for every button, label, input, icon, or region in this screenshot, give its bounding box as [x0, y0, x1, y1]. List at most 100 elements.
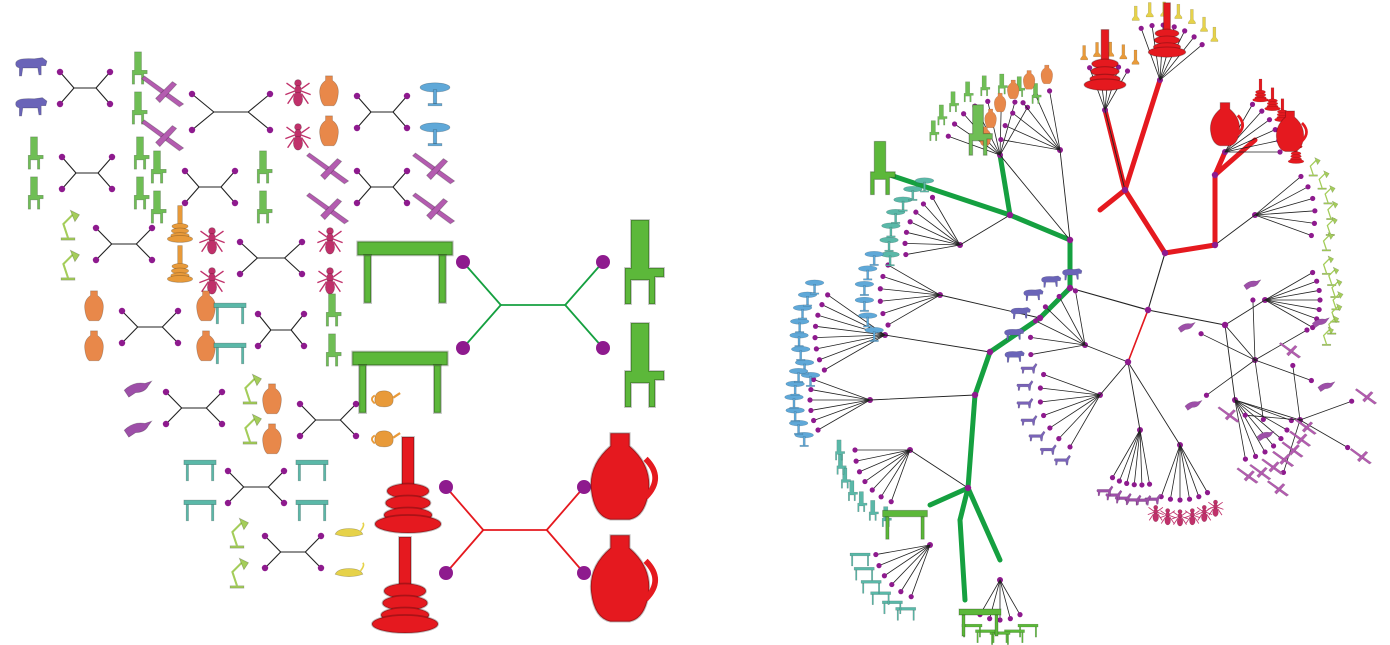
blue_table-icon [785, 407, 805, 423]
tree-node [58, 185, 66, 193]
tree-node [1310, 269, 1316, 276]
chair-icon-part [325, 293, 342, 327]
tree-node [1196, 494, 1202, 500]
table-icon-part [351, 350, 449, 367]
bird-icon [1177, 321, 1196, 333]
ant-icon-leg [333, 238, 343, 244]
lamp-icon-part [1331, 200, 1339, 209]
pawn-icon [1210, 26, 1219, 42]
tree-edge [1127, 361, 1181, 446]
blue_table-icon-part [801, 309, 804, 319]
highlight-path [1037, 285, 1073, 321]
cow-icon-part [1004, 350, 1025, 363]
tree-edge [999, 154, 1071, 241]
tree-node [951, 121, 958, 127]
tree-node [1259, 108, 1265, 114]
tree-edge [220, 170, 236, 188]
tree-edge [59, 71, 75, 89]
ant-icon-leg [317, 278, 327, 284]
tree-edge [247, 111, 271, 131]
tree-node [1290, 362, 1296, 369]
candle-icon [371, 536, 439, 634]
table-icon [882, 509, 928, 540]
table-icon-part [215, 347, 219, 365]
tree-node [1317, 297, 1323, 303]
chair-icon [131, 51, 148, 85]
ant-icon-leg [332, 281, 341, 293]
lamp-icon-part [229, 545, 245, 549]
tree-node [1012, 99, 1018, 105]
red_vase-icon-part [589, 534, 651, 623]
blue_table-icon [792, 304, 813, 320]
pair-tree [92, 224, 156, 264]
vase-icon-part [994, 92, 1007, 113]
vase-icon [262, 423, 282, 455]
tree-node [862, 478, 868, 485]
lamp-icon-part [1327, 326, 1335, 335]
tree-edge [1206, 359, 1256, 396]
tree-edge [1022, 102, 1061, 151]
cow-icon [1041, 275, 1062, 288]
bird-icon-part [1184, 399, 1203, 411]
tree-edge [299, 403, 317, 421]
table-icon-part [1021, 632, 1024, 643]
blue_table-icon-part [798, 322, 801, 332]
tree-node [812, 323, 819, 329]
tree-edge [904, 243, 961, 246]
plane-icon-part [1268, 461, 1280, 473]
tree-node [352, 400, 360, 408]
lamp-icon-part [1308, 174, 1318, 177]
tree-edge [817, 399, 871, 431]
chair-icon-part [997, 73, 1008, 95]
tree-node [1311, 220, 1318, 226]
vase-icon [319, 75, 339, 107]
pawn-icon [1145, 2, 1154, 18]
tree-node [456, 255, 470, 269]
teapot-icon-part [374, 390, 394, 408]
tree-edge [1040, 387, 1101, 396]
blue_table-icon-part [795, 331, 805, 334]
ant-icon-leg [287, 137, 296, 149]
table-icon-part [295, 459, 329, 466]
blue_table-icon-part [797, 317, 808, 320]
tree-edge [1058, 296, 1086, 346]
tree-edge [392, 111, 408, 129]
bird-icon [123, 380, 153, 398]
ant-icon-leg [1181, 517, 1187, 525]
tree-node [898, 589, 904, 595]
blue_table-icon [789, 368, 809, 383]
blue_table-icon [858, 265, 878, 281]
candle-icon-base [1264, 106, 1281, 111]
tree-edge [1234, 399, 1266, 453]
tree-edge [1112, 429, 1141, 479]
tree-edge [1299, 400, 1353, 421]
ant-icon-part [1212, 507, 1219, 517]
pair-tree [162, 388, 226, 428]
candle-icon-base [1147, 46, 1187, 58]
tree-node [1316, 306, 1322, 313]
teapot-icon [371, 430, 401, 448]
ant-icon-leg [1194, 515, 1201, 519]
blue_table-icon-part [869, 263, 879, 266]
candle-icon-base [1083, 78, 1127, 91]
tree-edge [1040, 394, 1101, 403]
ant-icon-part [325, 279, 335, 295]
highlight-path [965, 485, 1003, 563]
red-vase-icon-handle [1301, 122, 1308, 142]
tree-edge [161, 310, 179, 328]
blue_table-icon [791, 346, 811, 361]
tree-edge [884, 334, 991, 353]
tree-node [920, 201, 927, 207]
table-icon-part [215, 307, 219, 325]
ant-icon-leg [317, 238, 327, 244]
blue_table-icon-part [923, 181, 926, 191]
chair-icon-part [869, 140, 896, 196]
tree-edge [227, 470, 245, 488]
lamp-icon-arm [1318, 173, 1326, 189]
chair-icon [131, 91, 148, 125]
tree-node [1087, 65, 1093, 71]
tree-edge [887, 264, 941, 296]
tree-node [1249, 101, 1256, 107]
tree-node [903, 229, 910, 235]
tree-node [254, 342, 262, 350]
